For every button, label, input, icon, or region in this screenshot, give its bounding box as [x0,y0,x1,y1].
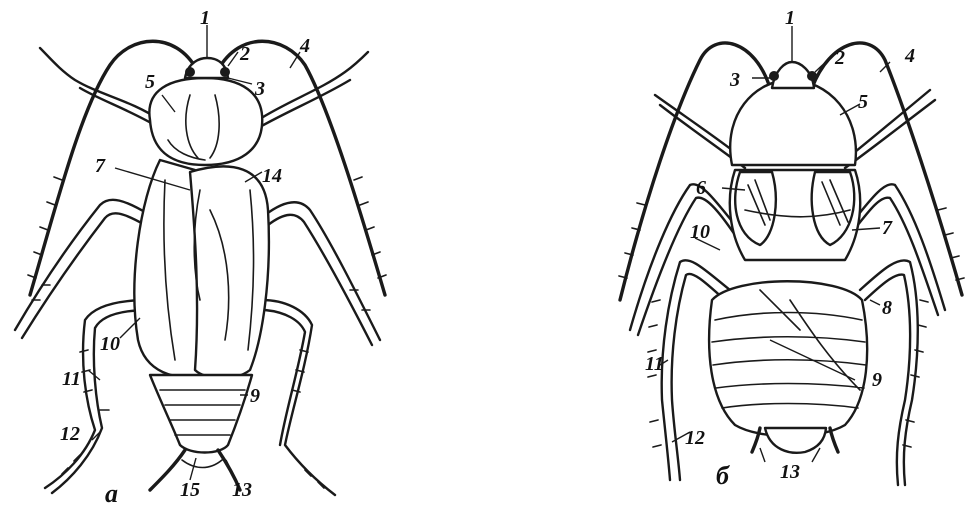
figure-b-label-11: 11 [645,353,664,375]
figure-a-label-11: 11 [62,368,81,390]
figure-a-front-right-leg [258,52,368,128]
figure-a-right-tegmen [190,166,269,378]
figure-b-label-2: 2 [834,47,845,69]
figure-b-label-13: 13 [780,461,800,483]
figure-b-label-4: 4 [904,45,915,67]
figure-b-middle-right-leg [850,184,945,315]
figure-a-label-4: 4 [299,35,310,57]
figure-a-label-12: 12 [60,423,80,445]
figure-b-label-10: 10 [690,221,710,243]
figure-b-caption: б [716,461,730,490]
figure-b-label-6: 6 [696,177,706,199]
figure-a-label-9: 9 [250,385,260,407]
figure-a-label-5: 5 [145,71,155,93]
figure-b-left-eye-icon [769,71,779,81]
figure-a-left-eye-icon [185,67,195,77]
figure-a-label-15: 15 [180,479,200,501]
figure-a-label-13: 13 [232,479,252,501]
figure-a-abdomen [150,375,252,453]
figure-a-label-14: 14 [262,165,282,187]
figure-b-pronotum [730,80,856,165]
figure-b-label-5: 5 [858,91,868,113]
figure-a-label-10: 10 [100,333,120,355]
figure-a-label-7: 7 [95,155,106,177]
figure-b-label-9: 9 [872,369,882,391]
figure-a-hind-left-leg [45,300,150,493]
figure-b-right-eye-icon [807,71,817,81]
figure-a-right-eye-icon [220,67,230,77]
figure-b-label-7: 7 [882,217,893,239]
figure-b-hind-right-leg [860,260,918,485]
figure-a-pronotum [149,78,262,165]
figure-a-label-2: 2 [239,43,250,65]
figure-b-label-8: 8 [882,297,892,319]
figure-a-label-3: 3 [254,78,265,100]
figure-a-caption: a [105,479,118,508]
figure-a-hind-right-leg [262,300,335,495]
figure-a-middle-left-leg [15,200,150,338]
figure-b-cockroach-dorsal: 1 2 3 4 5 6 7 10 8 11 9 12 13 б [619,7,964,490]
figure-b-label-1: 1 [785,7,795,29]
figure-b-label-3: 3 [729,69,740,91]
figure-a-front-left-leg [40,48,160,128]
figure-a-label-1: 1 [200,7,210,29]
figure-b-label-12: 12 [685,427,705,449]
figure-a-cockroach-dorsal: 1 2 3 4 5 7 14 10 11 12 9 15 13 a [15,7,386,508]
